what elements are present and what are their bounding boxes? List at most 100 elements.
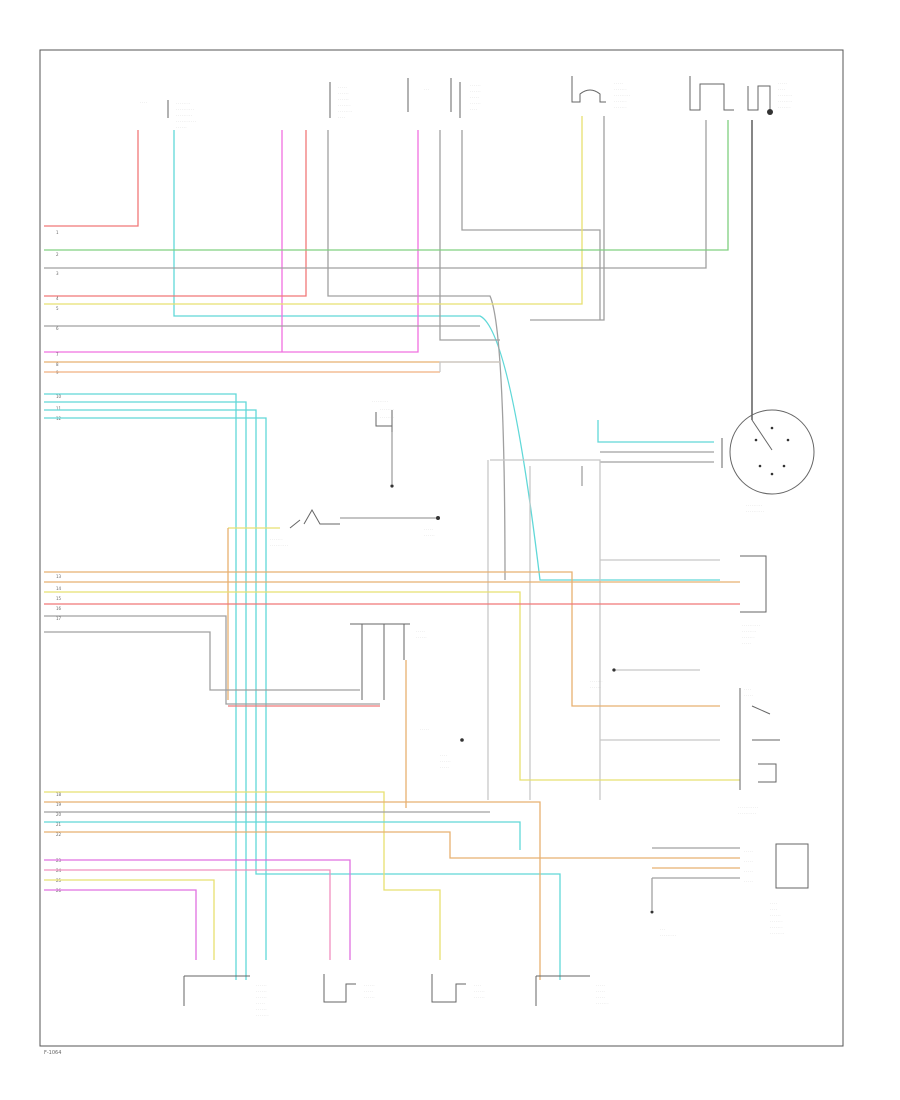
svg-text:· · · · ·: · · · · · [596,983,605,987]
svg-text:· · · · · ·: · · · · · · [590,685,601,689]
svg-text:· · · · · ·: · · · · · · [424,533,435,537]
svg-text:· · · ·: · · · · [338,115,345,119]
svg-text:· · · · ·: · · · · · [440,765,449,769]
svg-text:· · · ·: · · · · [744,687,751,691]
upper-harness [44,325,500,373]
svg-text:· · · · · ·: · · · · · · [176,125,187,129]
svg-text:· · · · · · · · ·: · · · · · · · · · [176,113,192,117]
diagram-border [39,49,844,1047]
svg-text:· · · · ·: · · · · · [416,629,425,633]
svg-text:11: 11 [56,406,62,411]
svg-text:· · · · · · · · ·: · · · · · · · · · [746,503,762,507]
svg-text:· · · · · · ·: · · · · · · · [614,87,626,91]
svg-text:· · · · ·: · · · · · [744,879,753,883]
svg-text:· · · · · · · · · ·: · · · · · · · · · · [270,543,288,547]
svg-text:· · · · · ·: · · · · · · [338,91,349,95]
svg-text:· · · · ·: · · · · · [778,81,787,85]
svg-text:19: 19 [56,802,62,807]
svg-text:· · · · · ·: · · · · · · [256,989,267,993]
svg-text:· · · · · · ·: · · · · · · · [770,919,782,923]
svg-text:· · · · · ·: · · · · · · [256,995,267,999]
svg-text:· · · · · · · · ·: · · · · · · · · · [660,933,676,937]
svg-text:· · · · · · ·: · · · · · · · [596,1001,608,1005]
svg-text:· · · · · · ·: · · · · · · · [614,105,626,109]
svg-text:· · · · · · · ·: · · · · · · · · [176,101,190,105]
switch-row: · · · · · · · · · · · · · · · · · · · · … [227,508,440,700]
svg-text:· · · · · ·: · · · · · · [440,759,451,763]
svg-text:· · · · · · · ·: · · · · · · · · [338,109,352,113]
svg-text:3: 3 [56,271,59,276]
svg-text:· · · · · ·: · · · · · · [470,89,481,93]
svg-text:· · · · · · ·: · · · · · · · [270,537,282,541]
svg-text:· · · · · ·: · · · · · · [256,1007,267,1011]
svg-text:· · · · · · · · · ·: · · · · · · · · · · [742,623,760,627]
svg-text:· · · · · · ·: · · · · · · · [338,103,350,107]
svg-text:2: 2 [56,252,59,257]
svg-text:· · · · · · · ·: · · · · · · · · [742,629,756,633]
svg-text:· · · · · ·: · · · · · · [770,913,781,917]
svg-text:13: 13 [56,574,62,579]
cyan-trunk [44,393,561,980]
svg-text:· · · · · ·: · · · · · · [470,101,481,105]
top-center-component: · · · · · · · · · · · · · · · · · · · · … [329,82,352,119]
svg-text:17: 17 [56,616,62,621]
svg-text:· · · · ·: · · · · · [744,849,753,853]
svg-text:· · · · ·: · · · · · [424,527,433,531]
svg-text:14: 14 [56,586,62,591]
svg-text:· · · · ·: · · · · · [364,989,373,993]
svg-text:· · · · · ·: · · · · · · [364,983,375,987]
bottom-component-2: · · · · · · · · · · · · · · · · · [323,974,375,1003]
mid-right-harness [487,420,714,800]
svg-text:· · · · · · · ·: · · · · · · · · [778,99,792,103]
svg-text:· · · · · · ·: · · · · · · · [590,679,602,683]
svg-text:· · · · · · ·: · · · · · · · [742,635,754,639]
svg-text:6: 6 [56,326,59,331]
svg-text:· · · · · · ·: · · · · · · · [256,1013,268,1017]
svg-text:5: 5 [56,306,59,311]
top-left-component: · · · · · · · · · · · · · · · · · · · · … [140,100,196,129]
svg-text:· · · ·: · · · · [140,100,147,104]
footer-label: F-1064 [44,1050,61,1056]
svg-text:· · · ·: · · · · [474,983,481,987]
lower-harness [44,791,740,980]
svg-text:· · · · · · · ·: · · · · · · · · [770,931,784,935]
svg-text:· · · · ·: · · · · · [596,995,605,999]
left-pin-labels: 1 2 3 4 5 6 7 8 9 10 11 12 13 14 15 16 1… [56,230,62,893]
svg-text:· · · · · ·: · · · · · · [338,97,349,101]
svg-text:· · · ·: · · · · [470,107,477,111]
svg-text:· · · · · ·: · · · · · · [364,995,375,999]
svg-text:· · · · · · · ·: · · · · · · · · [778,93,792,97]
svg-text:· · ·: · · · [660,927,665,931]
distributor-component: · · · · · · · · · · · · · · · · · · · [721,409,815,513]
svg-text:15: 15 [56,596,62,601]
svg-text:· · · · · · · ·: · · · · · · · · [380,415,394,419]
svg-text:· · · · ·: · · · · · [596,989,605,993]
svg-text:· · · · ·: · · · · · [614,81,623,85]
svg-text:· · · · · · · · · · ·: · · · · · · · · · · · [176,119,196,123]
bottom-component-1: · · · · · · · · · · · · · · · · · · · · … [183,975,268,1017]
top-right-connector-1: · · · · · · · · · · · · · · · · · · · · … [571,76,630,109]
svg-text:7: 7 [56,352,59,357]
svg-text:· · · · · ·: · · · · · · [474,995,485,999]
svg-text:· · · · · · · · · · ·: · · · · · · · · · · · [738,805,758,809]
svg-text:· · · ·: · · · · [770,901,777,905]
svg-text:· · · ·: · · · · [770,907,777,911]
svg-text:21: 21 [56,822,62,827]
svg-text:20: 20 [56,812,62,817]
svg-text:· · · ·: · · · · [778,87,785,91]
svg-text:· · · ·: · · · · [440,753,447,757]
svg-text:4: 4 [56,296,59,301]
top-right-connector-2: · · · · · · · · · · · · · · · · · · · · … [689,76,792,115]
bottom-component-3: · · · · · · · · · · · · · · · · [431,974,485,1003]
svg-text:· · · · · ·: · · · · · · [470,83,481,87]
svg-text:16: 16 [56,606,62,611]
svg-text:· · · · ·: · · · · · [742,641,751,645]
top-wire-drops [44,116,753,581]
svg-text:· · · · · ·: · · · · · · [474,989,485,993]
lower-right-module: · · · · · · · · · · · · · · · · · · · · … [660,843,809,937]
center-relay: · · · · · · · · · · · · · · · · · · · · … [350,623,464,808]
svg-text:18: 18 [56,792,62,797]
svg-text:· · · · · · ·: · · · · · · · [614,99,626,103]
svg-text:· · · · · · ·: · · · · · · · [778,105,790,109]
